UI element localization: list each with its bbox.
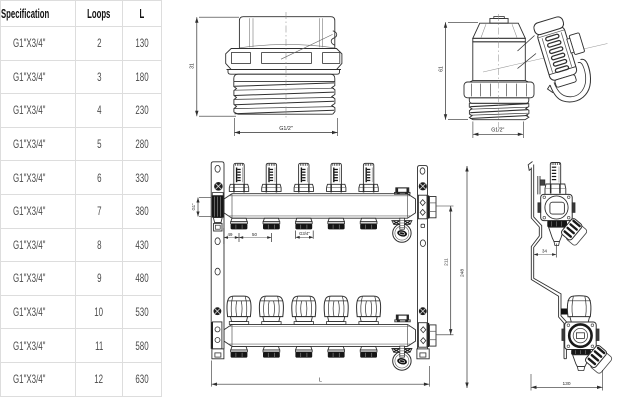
svg-text:130: 130: [562, 381, 570, 387]
svg-text:L: L: [319, 378, 322, 384]
svg-text:211: 211: [444, 258, 450, 266]
svg-text:49: 49: [228, 232, 233, 237]
svg-text:34: 34: [542, 248, 547, 253]
svg-text:31: 31: [190, 63, 196, 69]
svg-text:G1/2": G1/2": [491, 127, 504, 133]
svg-text:50: 50: [252, 232, 257, 237]
svg-text:G1": G1": [191, 203, 196, 211]
svg-text:248: 248: [459, 269, 465, 277]
svg-text:61: 61: [439, 66, 445, 72]
svg-text:G3/4": G3/4": [299, 231, 310, 236]
svg-text:G1/2": G1/2": [279, 126, 293, 132]
